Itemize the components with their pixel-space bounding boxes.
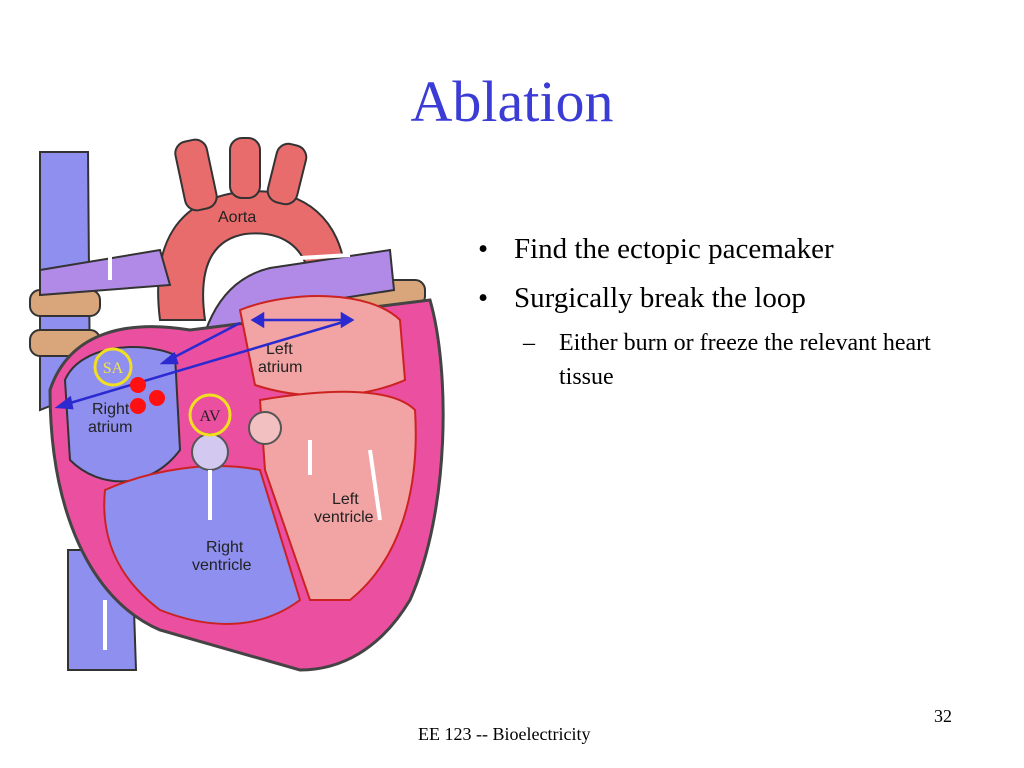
label-left-ventricle-line2: ventricle	[314, 509, 374, 526]
slide-footer: EE 123 -- Bioelectricity	[418, 724, 591, 744]
label-right-ventricle-line2: ventricle	[192, 557, 252, 574]
bullet-text: Find the ectopic pacemaker	[514, 233, 834, 265]
label-right-atrium-line1: Right	[92, 401, 130, 418]
bullet-list: • Find the ectopic pacemaker • Surgicall…	[478, 228, 998, 394]
ablation-point	[130, 398, 146, 414]
label-right-ventricle-line1: Right	[206, 539, 244, 556]
ablation-point	[149, 390, 165, 406]
av-node-label: AV	[199, 408, 220, 425]
bullet-item: • Surgically break the loop	[478, 277, 998, 319]
bullet-item: • Find the ectopic pacemaker	[478, 228, 998, 270]
label-left-ventricle-line1: Left	[332, 491, 359, 508]
right-atrium	[63, 346, 182, 483]
label-left-atrium-line2: atrium	[258, 359, 302, 376]
aorta-branches	[174, 137, 308, 212]
heart-diagram: Aorta Left atrium Right atrium Left vent…	[29, 137, 445, 672]
sub-bullet-marker: –	[523, 330, 535, 356]
sub-bullet-text: Either burn or freeze the relevant heart…	[559, 330, 931, 390]
sa-node-ring	[93, 347, 133, 387]
label-left-atrium-line1: Left	[266, 341, 293, 358]
label-right-atrium-line2: atrium	[88, 419, 132, 436]
sub-bullet-item: – Either burn or freeze the relevant hea…	[478, 326, 939, 394]
ablation-points	[130, 377, 165, 414]
bullet-text: Surgically break the loop	[514, 282, 806, 314]
left-ventricle	[258, 390, 417, 601]
right-ventricle	[103, 465, 302, 625]
label-aorta: Aorta	[218, 209, 256, 226]
slide-title: Ablation	[410, 69, 614, 134]
heart-valves	[191, 411, 282, 471]
ablation-point	[130, 377, 146, 393]
page-number: 32	[934, 706, 952, 726]
reentry-loop-arrows	[54, 311, 355, 410]
bullet-marker: •	[478, 282, 489, 314]
sa-node-label: SA	[103, 360, 124, 377]
pulmonary-artery-left	[39, 248, 172, 297]
bullet-marker: •	[478, 233, 489, 265]
flow-arrows	[103, 230, 382, 650]
av-node-ring	[188, 393, 232, 437]
